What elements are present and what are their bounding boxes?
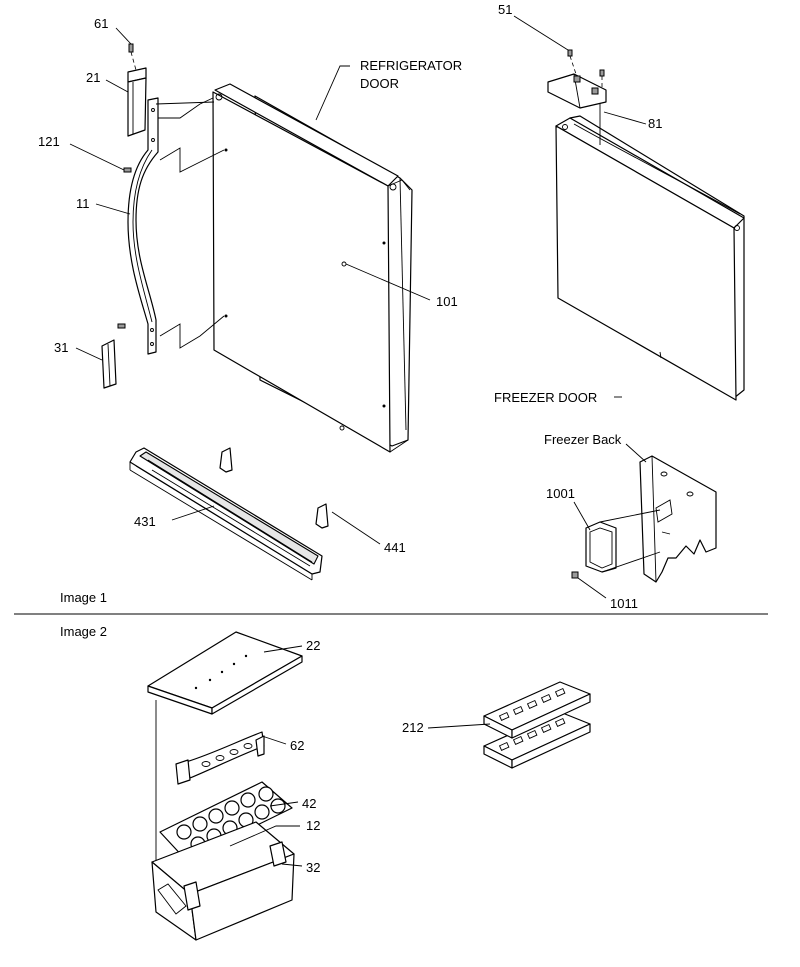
callout-1001: 1001: [546, 486, 575, 501]
callout-62: 62: [290, 738, 304, 753]
refrigerator-door: [212, 83, 413, 453]
callout-212: 212: [402, 720, 424, 735]
image-1-caption: Image 1: [60, 590, 107, 605]
egg-tray-42: [159, 781, 293, 861]
callout-12: 12: [306, 818, 320, 833]
callout-42: 42: [302, 796, 316, 811]
freezer-back-label: Freezer Back: [544, 432, 622, 447]
freezer-door-label: FREEZER DOOR: [494, 390, 597, 405]
image-2-caption: Image 2: [60, 624, 107, 639]
freezer-back-component-1001: [585, 509, 661, 573]
image-1-section: 61 21 121 11 31 101 REFRIGERATOR DOOR 51…: [38, 2, 745, 611]
mount-guides: [155, 97, 225, 349]
callout-31: 31: [54, 340, 68, 355]
image-1-text: 61 21 121 11 31 101 REFRIGERATOR DOOR 51…: [38, 2, 662, 611]
refrigerator-door-label: REFRIGERATOR: [360, 58, 462, 73]
ice-tray-cells: [498, 687, 566, 751]
callout-11: 11: [76, 196, 90, 211]
handle-trim-bottom: [101, 339, 117, 389]
egg-tray-lid-62: [175, 731, 265, 785]
door-handle: [127, 97, 159, 355]
shelf-22: [147, 631, 303, 860]
callout-81: 81: [648, 116, 662, 131]
kick-plate-clips: [219, 447, 329, 529]
callout-22: 22: [306, 638, 320, 653]
crisper-bin-32: [151, 821, 295, 941]
callout-51: 51: [498, 2, 512, 17]
callout-101: 101: [436, 294, 458, 309]
freezer-door: [555, 100, 745, 401]
kick-plate-grille: [129, 447, 323, 581]
screw-61: [128, 43, 137, 71]
image-1-leader-lines: [69, 15, 647, 599]
refrigerator-door-label-2: DOOR: [360, 76, 399, 91]
image-2-leader-lines: [229, 645, 491, 867]
callout-121: 121: [38, 134, 60, 149]
handle-trim-top: [127, 67, 147, 137]
image-2-text: 22 62 42 12 32 212: [290, 638, 424, 875]
freezer-handle: [547, 49, 607, 109]
freezer-back-panel: [639, 455, 717, 583]
callout-32: 32: [306, 860, 320, 875]
callout-61: 61: [94, 16, 108, 31]
ice-trays-212: [483, 681, 591, 769]
image-2-section: Image 2: [60, 624, 591, 941]
callout-431: 431: [134, 514, 156, 529]
callout-441: 441: [384, 540, 406, 555]
callout-1011: 1011: [610, 596, 638, 611]
callout-21: 21: [86, 70, 100, 85]
screw-1011: [571, 571, 579, 579]
